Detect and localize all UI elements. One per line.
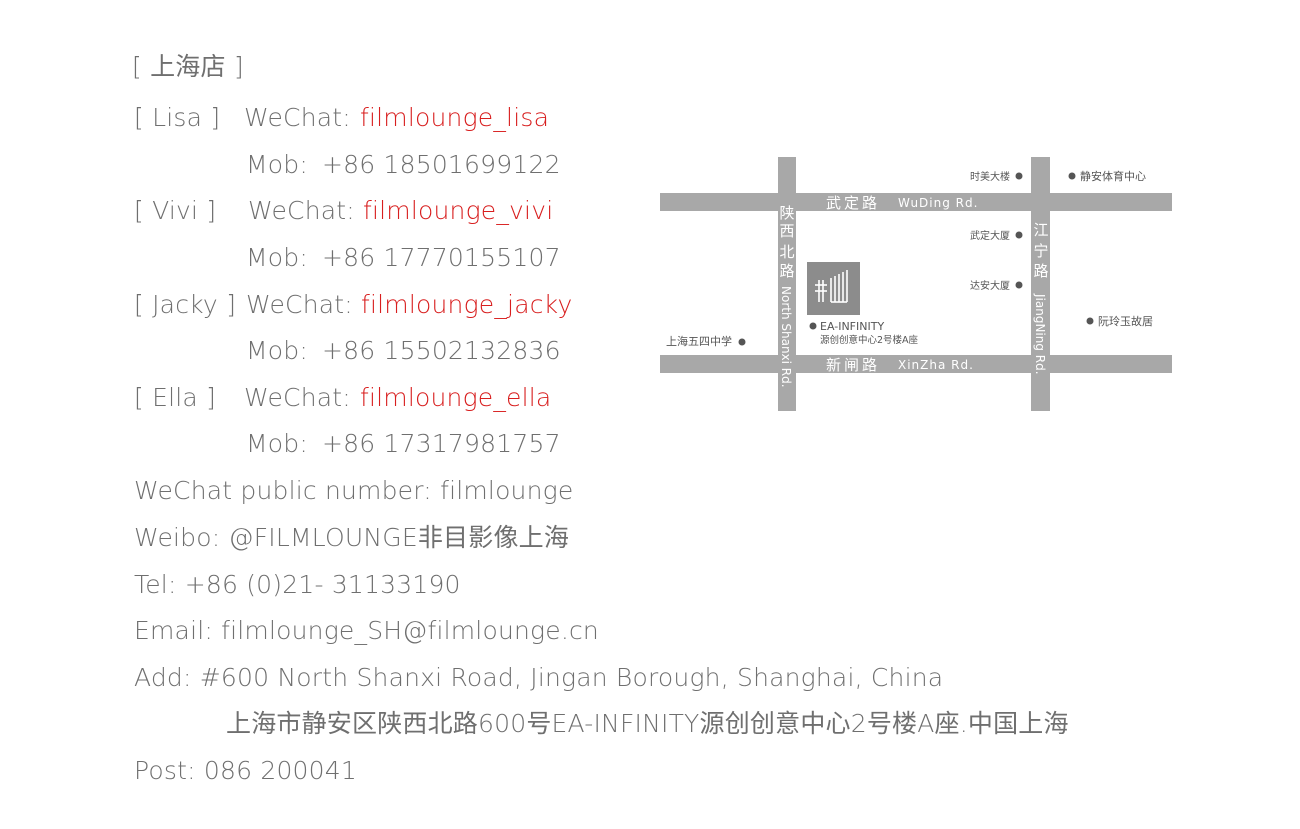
wechat-id[interactable]: filmlounge_ella (360, 383, 552, 412)
weibo: Weibo: @FILMLOUNGE非目影像上海 (134, 523, 570, 552)
mob-label: Mob: (246, 150, 308, 179)
road-shanxi-cn-4: 路 (779, 262, 794, 280)
road-shanxi-en: North Shanxi Rd. (779, 286, 793, 388)
mob-label: Mob: (246, 429, 308, 458)
mob-number[interactable]: +86 17317981757 (322, 429, 561, 458)
wechat-label: WeChat: (244, 383, 351, 412)
road-jiangning (1031, 157, 1050, 411)
wechat-label: WeChat: (246, 290, 353, 319)
store-title: [ 上海店 ] (132, 52, 244, 81)
destination-marker (809, 322, 817, 330)
mob-label: Mob: (246, 336, 308, 365)
poi-marker (1086, 317, 1094, 325)
address-en: Add: #600 North Shanxi Road, Jingan Boro… (134, 663, 944, 692)
wechat-public-number: WeChat public number: filmlounge (134, 476, 574, 505)
poi-shimei: 时美大楼 (970, 170, 1010, 183)
road-jiangning-cn-3: 路 (1033, 262, 1048, 280)
road-xinzha-en: XinZha Rd. (898, 358, 974, 372)
poi-wuding-mansion: 武定大厦 (970, 229, 1010, 242)
mob-number[interactable]: +86 15502132836 (322, 336, 561, 365)
address-cn: 上海市静安区陕西北路600号EA-INFINITY源创创意中心2号楼A座.中国上… (226, 709, 1069, 738)
wechat-id[interactable]: filmlounge_vivi (363, 196, 554, 225)
road-shanxi-cn-2: 西 (779, 222, 794, 240)
contact-name: [ Lisa ] (134, 103, 221, 132)
poi-marker (1015, 172, 1023, 180)
road-shanxi-cn-1: 陕 (779, 204, 794, 222)
wechat-id[interactable]: filmlounge_jacky (361, 290, 573, 319)
mob-label: Mob: (246, 243, 308, 272)
telephone[interactable]: Tel: +86 (0)21- 31133190 (134, 570, 461, 599)
poi-daan-mansion: 达安大厦 (970, 279, 1010, 292)
contact-name: [ Jacky ] (134, 290, 237, 319)
poi-ruan-lingyu: 阮玲玉故居 (1098, 314, 1153, 328)
poi-marker (1015, 281, 1023, 289)
road-wuding-cn: 武定路 (826, 194, 880, 212)
road-xinzha-cn: 新闸路 (826, 356, 880, 374)
road-jiangning-cn-1: 江 (1033, 221, 1048, 239)
wechat-id[interactable]: filmlounge_lisa (360, 103, 550, 132)
filmlounge-logo-icon (807, 262, 860, 315)
wechat-label: WeChat: (244, 103, 351, 132)
mob-number[interactable]: +86 18501699122 (322, 150, 561, 179)
road-north-shanxi (778, 157, 796, 411)
poi-marker (1015, 231, 1023, 239)
poi-marker (1068, 172, 1076, 180)
postcode: Post: 086 200041 (134, 756, 357, 785)
poi-school: 上海五四中学 (666, 334, 732, 348)
road-wuding-en: WuDing Rd. (898, 196, 978, 210)
contact-name: [ Ella ] (134, 383, 217, 412)
poi-marker (738, 338, 746, 346)
email[interactable]: Email: filmlounge_SH@filmlounge.cn (134, 616, 599, 645)
destination-name: EA-INFINITY (820, 320, 884, 333)
contact-name: [ Vivi ] (134, 196, 217, 225)
mob-number[interactable]: +86 17770155107 (322, 243, 561, 272)
wechat-label: WeChat: (248, 196, 355, 225)
road-jiangning-cn-2: 宁 (1033, 242, 1048, 260)
destination-desc: 源创创意中心2号楼A座 (820, 334, 919, 346)
road-shanxi-cn-3: 北 (779, 243, 794, 261)
road-jiangning-en: JiangNing Rd. (1033, 293, 1047, 375)
poi-jingan-sports: 静安体育中心 (1080, 169, 1146, 183)
